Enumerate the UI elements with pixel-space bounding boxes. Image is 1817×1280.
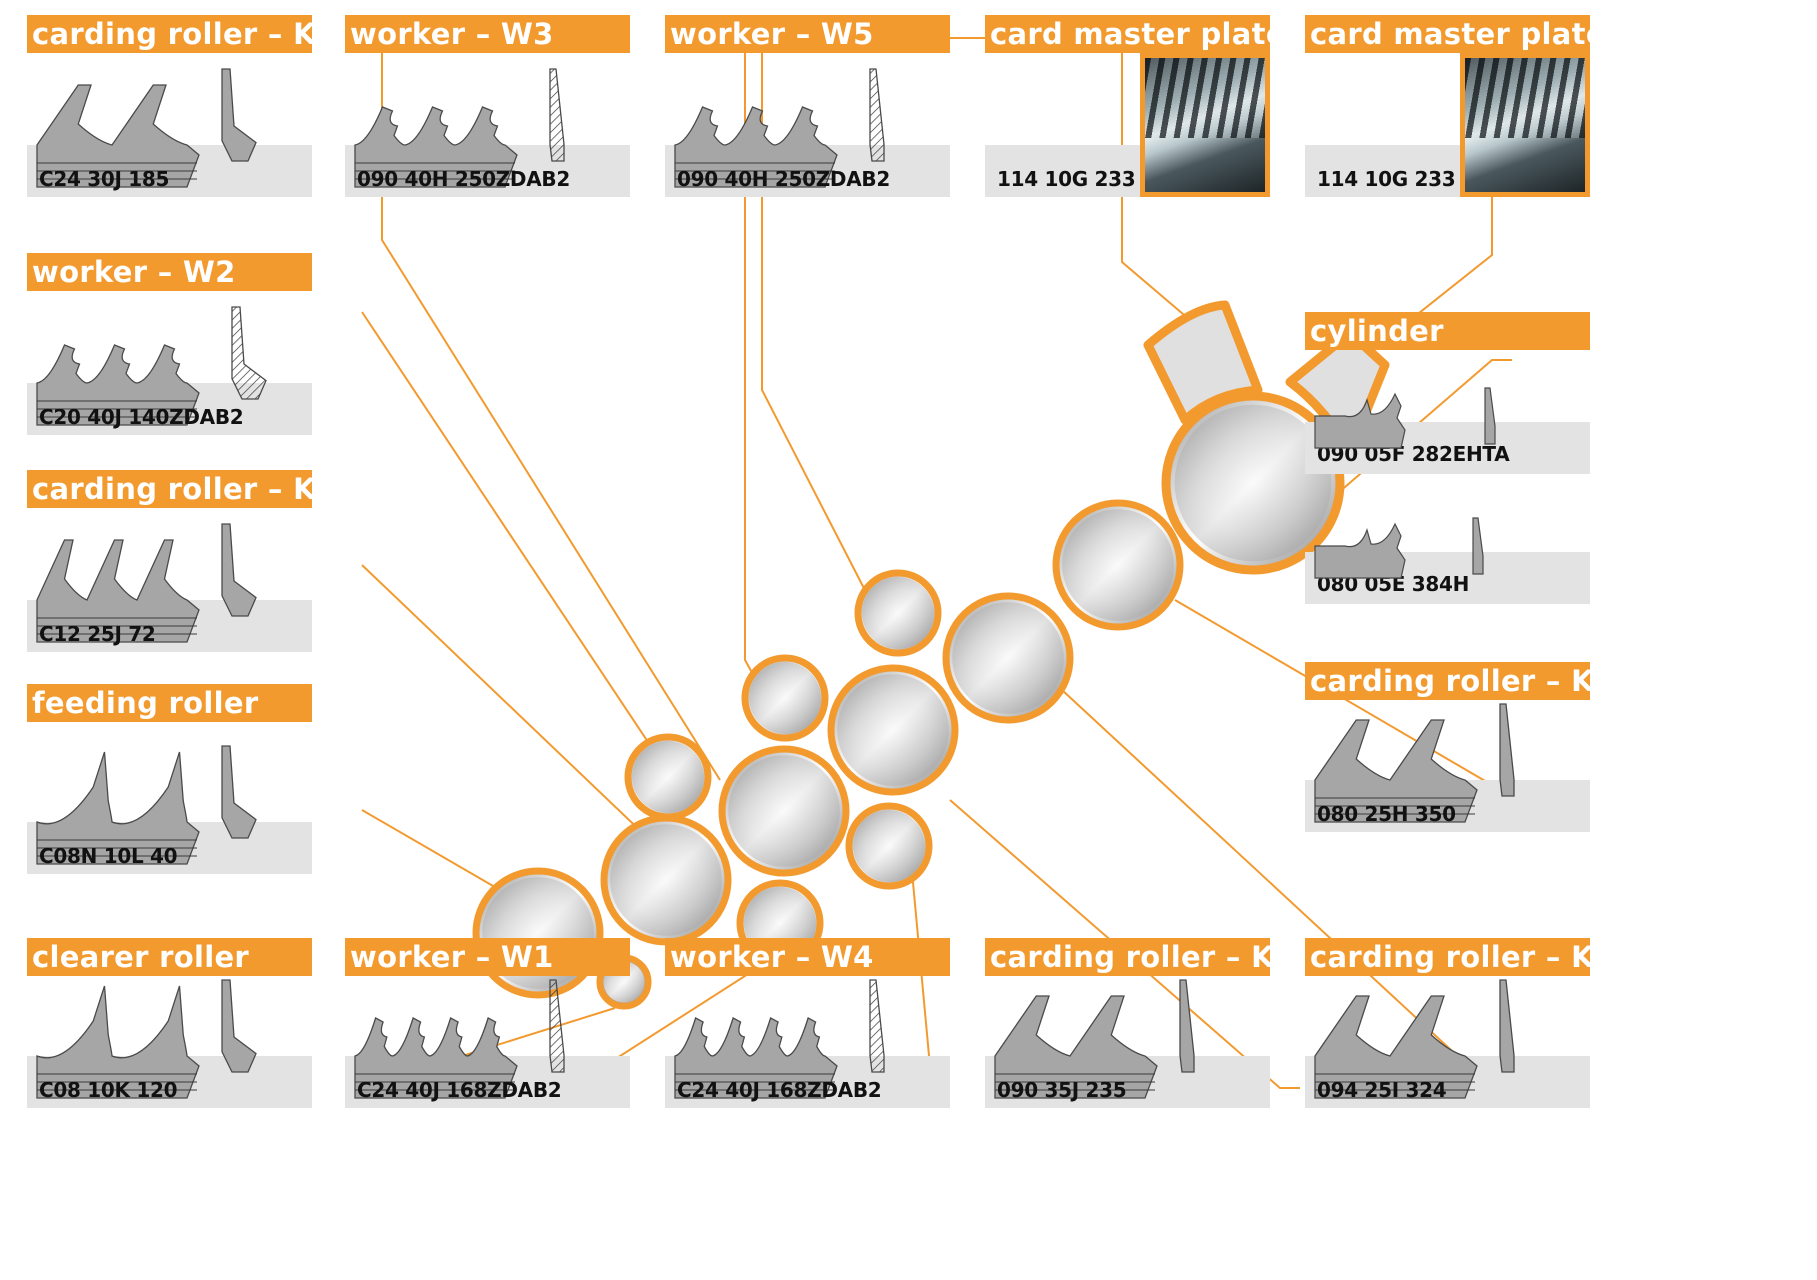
carding-roller-k2-highlight [728,755,840,867]
carding-roller-k5-highlight [1062,509,1174,621]
worker-w3-highlight [749,662,821,734]
panel-title: card master plate [985,15,1270,53]
leader-k1 [362,565,650,840]
wire-side-profile [550,980,564,1072]
worker-w4-highlight [853,810,925,882]
worker-w4 [849,806,929,886]
wire-side-profile [222,524,256,616]
wire-side-profile [870,980,884,1072]
wire-code: C08 10K 120 [39,1078,177,1102]
panel-w2: worker – W2C20 40J 140ZDAB2 [27,253,312,435]
wire-side-profile [1180,980,1194,1072]
wire-code: 080 25H 350 [1317,802,1456,826]
worker-w5 [858,573,938,653]
roller-group [476,396,1340,1006]
wire-profile-drawing [1305,312,1590,612]
wire-code: C24 30J 185 [39,167,169,191]
wire-code: 090 40H 250ZDAB2 [357,167,570,191]
wire-code: 114 10G 233 [1317,167,1455,191]
wire-code: C08N 10L 40 [39,844,177,868]
worker-w2-highlight [632,741,704,813]
carding-roller-k1 [604,818,728,942]
carding-roller-k4 [946,596,1070,720]
leader-feeding [362,810,500,890]
wire-side-profile [1500,980,1514,1072]
wire-side-profile [222,69,256,161]
carding-roller-k3-highlight [837,674,949,786]
carding-roller-k2 [722,749,846,873]
card-master-plate-photo [1460,53,1590,197]
carding-roller-k5 [1056,503,1180,627]
wire-side-profile [222,746,256,838]
carding-roller-k4-highlight [952,602,1064,714]
wire-code: C12 25J 72 [39,622,156,646]
wire-code: 090 35J 235 [997,1078,1126,1102]
wire-code: C20 40J 140ZDAB2 [39,405,243,429]
wire-code: 114 10G 233 [997,167,1135,191]
wire-code: 094 25I 324 [1317,1078,1446,1102]
wire-side-profile [222,980,256,1072]
plate-slats [1465,58,1585,138]
wire-code: 090 40H 250ZDAB2 [677,167,890,191]
panel-cmp2: card master plate 114 10G 233 [1305,15,1590,197]
wire-code: C24 40J 168ZDAB2 [357,1078,561,1102]
carding-roller-k1-highlight [610,824,722,936]
card-master-plate-photo [1140,53,1270,197]
panel-title: card master plate [1305,15,1590,53]
wire-side-profile [232,307,266,399]
plate-slats [1145,58,1265,138]
wire-side-profile [870,69,884,161]
panel-cmp1: card master plate 114 10G 233 [985,15,1270,197]
wire-code: C24 40J 168ZDAB2 [677,1078,881,1102]
worker-w2 [628,737,708,817]
wire-side-profile [550,69,564,161]
worker-w3 [745,658,825,738]
carding-roller-k3 [831,668,955,792]
worker-w5-highlight [862,577,934,649]
wire-side-profile [1500,704,1514,796]
panel-feeding: feeding rollerC08N 10L 40 [27,684,312,874]
leader-w2 [362,312,650,745]
